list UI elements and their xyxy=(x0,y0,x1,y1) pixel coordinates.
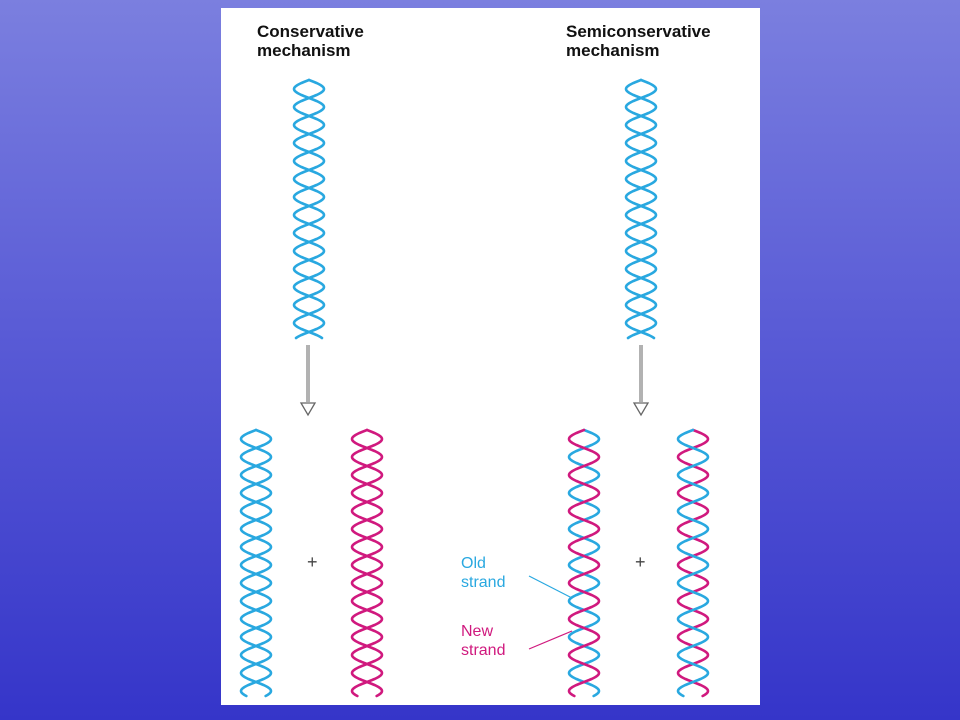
semiconservative-title-line1: Semiconservative xyxy=(566,22,711,41)
semiconservative-parent-helix xyxy=(624,78,658,340)
new-strand-leader-line xyxy=(528,630,573,650)
semiconservative-arrow xyxy=(632,345,650,417)
conservative-daughter-new-helix xyxy=(350,428,384,698)
conservative-daughter-old-strand-b xyxy=(239,428,273,698)
conservative-title-line1: Conservative xyxy=(257,22,364,41)
new-strand-label: New strand xyxy=(461,622,505,660)
conservative-daughter-new-strand-b xyxy=(350,428,384,698)
semiconservative-daughter-helix-2 xyxy=(676,428,710,698)
semiconservative-title: Semiconservative mechanism xyxy=(566,22,711,60)
old-strand-label-line1: Old xyxy=(461,555,486,572)
conservative-parent-strand-a xyxy=(292,78,326,340)
conservative-title: Conservative mechanism xyxy=(257,22,364,60)
conservative-arrow xyxy=(299,345,317,417)
conservative-daughter-new-strand-a xyxy=(350,428,384,698)
semiconservative-daughter-2-new-strand xyxy=(676,428,710,698)
semiconservative-plus-sign: + xyxy=(635,552,646,572)
figure-panel: Conservative mechanism Semiconservative … xyxy=(221,8,760,705)
new-strand-label-line2: strand xyxy=(461,642,506,659)
conservative-daughter-old-helix xyxy=(239,428,273,698)
old-strand-label: Old strand xyxy=(461,554,505,592)
conservative-title-line2: mechanism xyxy=(257,41,351,60)
conservative-parent-helix xyxy=(292,78,326,340)
new-strand-label-line1: New xyxy=(461,623,494,640)
semiconservative-daughter-1-old-strand xyxy=(567,428,601,698)
conservative-plus-sign: + xyxy=(307,552,318,572)
conservative-parent-strand-b xyxy=(292,78,326,340)
semiconservative-daughter-2-old-strand xyxy=(676,428,710,698)
semiconservative-parent-strand-a xyxy=(624,78,658,340)
semiconservative-parent-strand-b xyxy=(624,78,658,340)
conservative-daughter-old-strand-a xyxy=(239,428,273,698)
old-strand-label-line2: strand xyxy=(461,574,506,591)
semiconservative-daughter-helix-1 xyxy=(567,428,601,698)
helix-diagram xyxy=(239,78,710,698)
semiconservative-daughter-1-new-strand xyxy=(567,428,601,698)
semiconservative-title-line2: mechanism xyxy=(566,41,660,60)
old-strand-leader-line xyxy=(528,575,573,599)
